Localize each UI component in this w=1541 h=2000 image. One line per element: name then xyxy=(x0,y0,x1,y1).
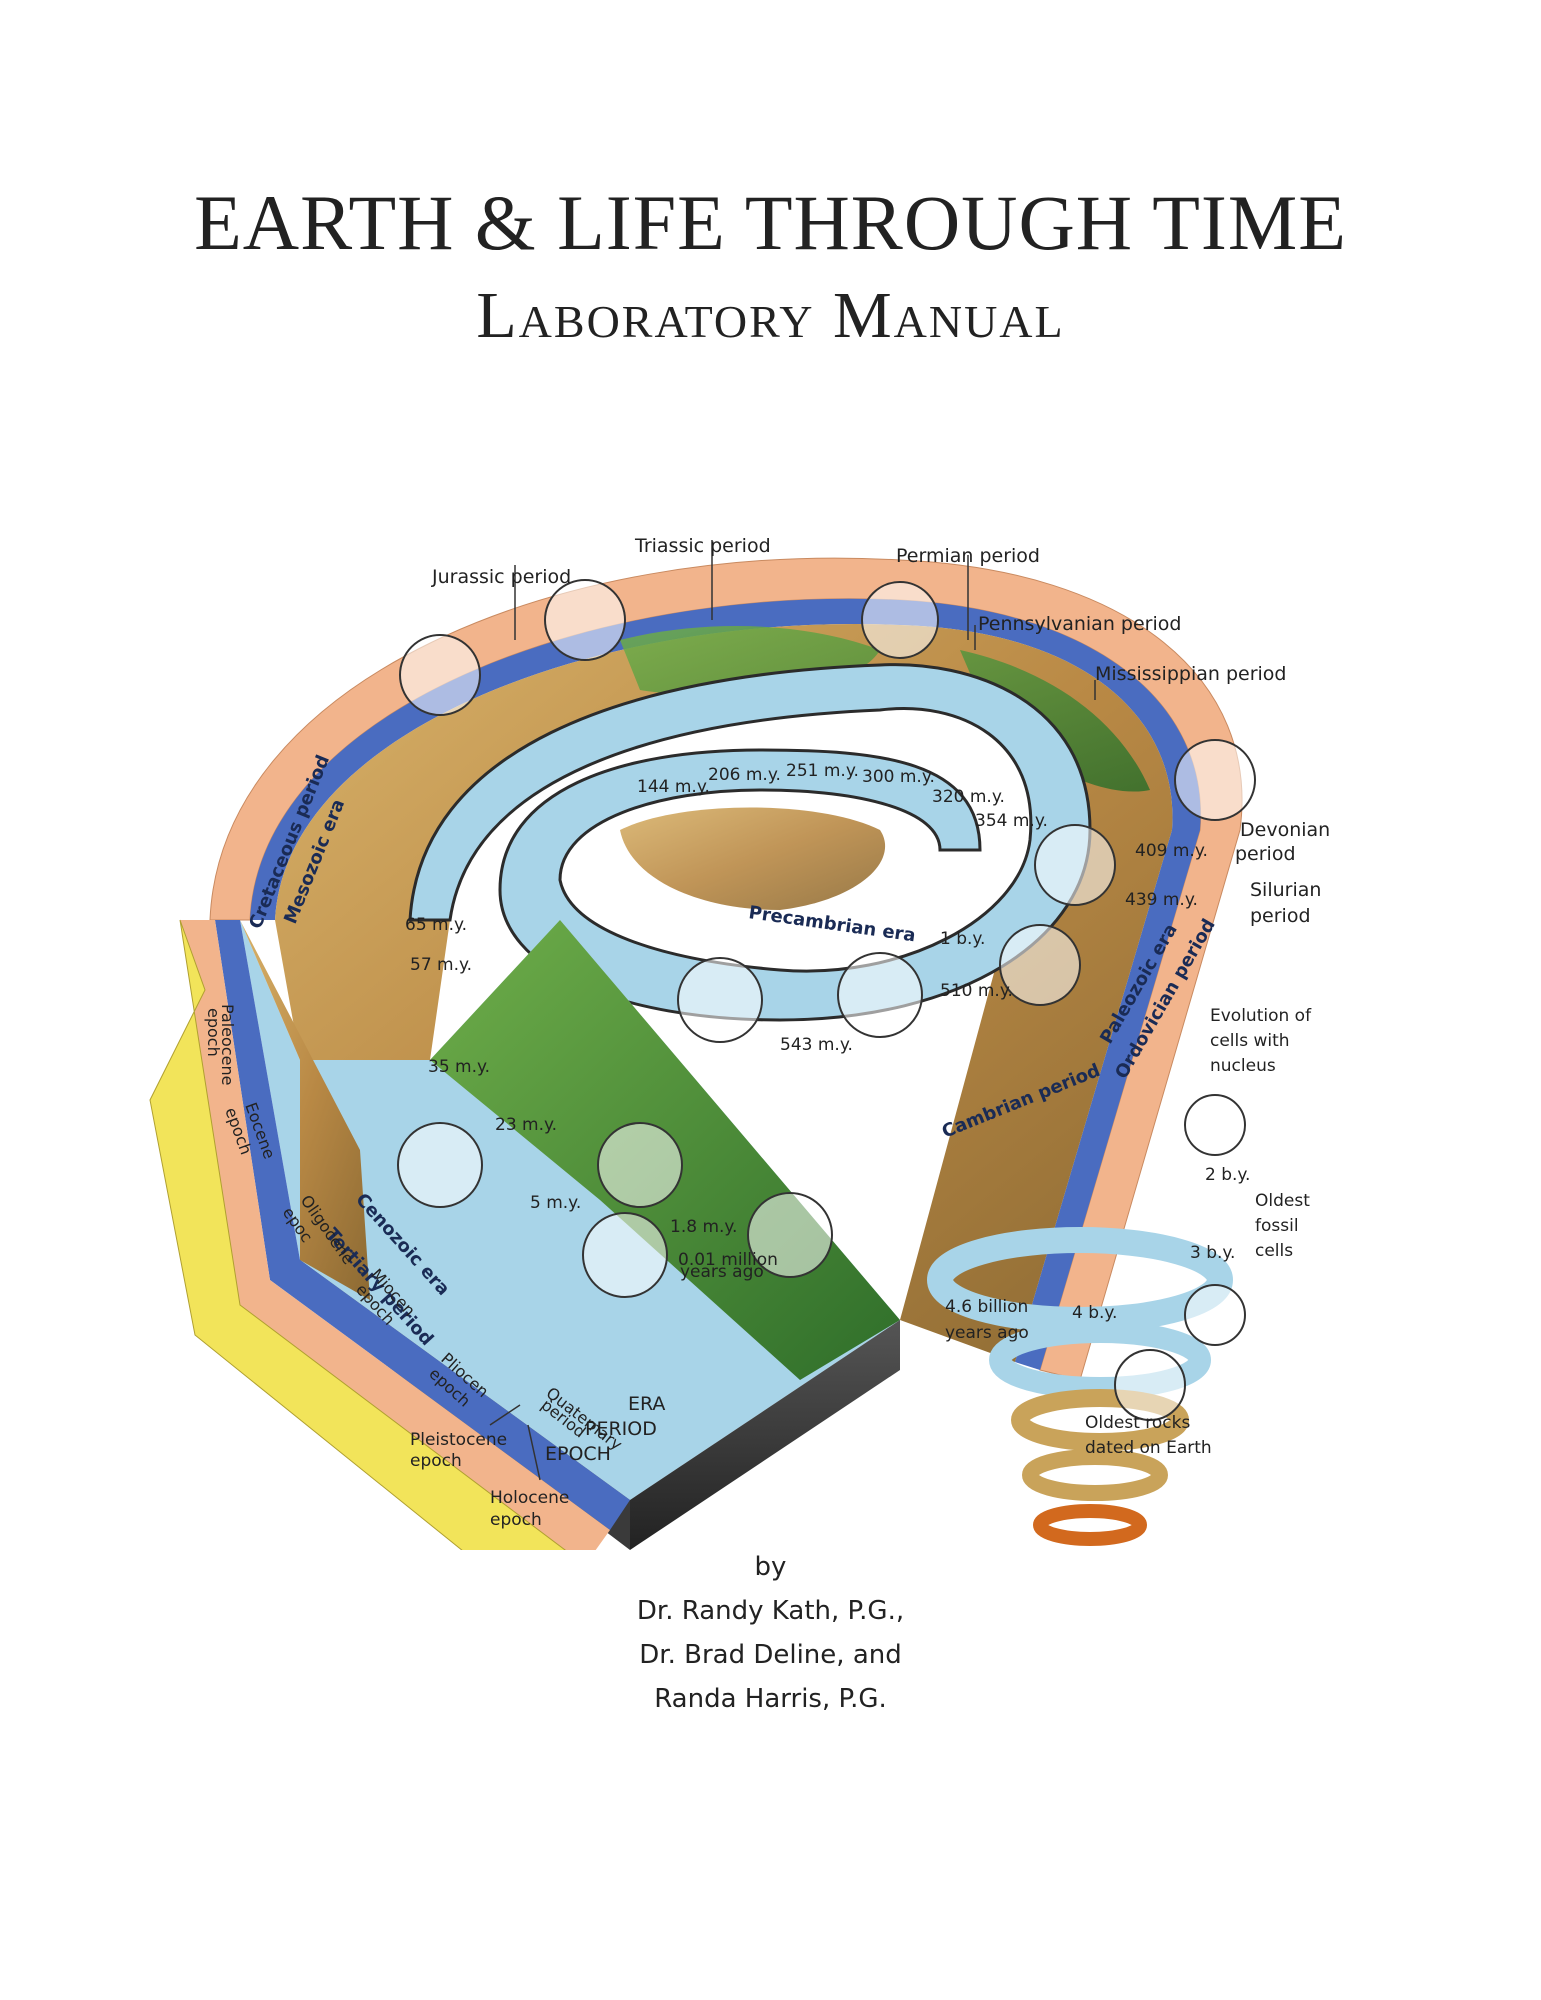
note-evolution-line3: nucleus xyxy=(1210,1056,1276,1076)
age-3by: 3 b.y. xyxy=(1190,1243,1235,1263)
note-oldest-fossil-line1: Oldest xyxy=(1255,1191,1310,1211)
note-oldest-fossil-line3: cells xyxy=(1255,1241,1293,1261)
leader-line xyxy=(489,1404,521,1426)
amphibian-icon xyxy=(1174,739,1256,821)
sea-ring xyxy=(408,663,1092,1022)
document-subtitle: Laboratory Manual xyxy=(476,279,1065,352)
precambrian-descending-spiral xyxy=(927,1227,1233,1546)
ammonite-icon xyxy=(999,924,1081,1006)
precambrian-island xyxy=(620,807,886,910)
document-title: EARTH & LIFE THROUGH TIME xyxy=(194,179,1347,266)
label-precambrian-era: Precambrian era xyxy=(747,902,917,946)
label-triassic-period: Triassic period xyxy=(634,535,771,557)
fish-fossil-icon xyxy=(1034,824,1116,906)
label-pennsylvanian-period: Pennsylvanian period xyxy=(978,613,1181,635)
age-2by: 2 b.y. xyxy=(1205,1165,1250,1185)
label-pleistocene-line1: Pleistocene xyxy=(410,1430,507,1450)
label-jurassic-period: Jurassic period xyxy=(431,566,571,588)
key-era: ERA xyxy=(628,1393,665,1415)
note-origin-line1: 4.6 billion xyxy=(945,1297,1028,1317)
age-409: 409 m.y. xyxy=(1135,841,1208,861)
age-543: 543 m.y. xyxy=(780,1035,853,1055)
author-3: Randa Harris, P.G. xyxy=(654,1684,887,1714)
age-001-line2: years ago xyxy=(680,1262,764,1282)
cenozoic-block-top xyxy=(240,920,900,1500)
age-300: 300 m.y. xyxy=(862,767,935,787)
fossil-cell-icon xyxy=(1184,1284,1246,1346)
age-251: 251 m.y. xyxy=(786,761,859,781)
trilobite-icon xyxy=(837,952,923,1038)
rock-icon xyxy=(1114,1349,1186,1421)
horse-icon xyxy=(597,1122,683,1208)
age-144: 144 m.y. xyxy=(637,777,710,797)
age-206: 206 m.y. xyxy=(708,765,781,785)
label-holocene-line1: Holocene xyxy=(490,1488,569,1508)
age-65: 65 m.y. xyxy=(405,915,467,935)
author-block: by Dr. Randy Kath, P.G., Dr. Brad Deline… xyxy=(0,1545,1541,1721)
age-4by: 4 b.y. xyxy=(1072,1303,1117,1323)
algae-icon xyxy=(1184,1094,1246,1156)
age-5: 5 m.y. xyxy=(530,1193,581,1213)
key-period: PERIOD xyxy=(585,1418,657,1440)
rhino-icon xyxy=(397,1122,483,1208)
cenozoic-west-coast xyxy=(240,920,370,1300)
label-mississippian-period: Mississippian period xyxy=(1095,663,1286,685)
age-35: 35 m.y. xyxy=(428,1057,490,1077)
label-pleistocene-line2: epoch xyxy=(410,1451,462,1471)
label-silurian-line2: period xyxy=(1250,905,1311,927)
human-icon xyxy=(747,1192,833,1278)
tertiary-period-band xyxy=(180,920,610,1550)
age-510: 510 m.y. xyxy=(940,981,1013,1001)
age-320: 320 m.y. xyxy=(932,787,1005,807)
era-band xyxy=(250,598,1201,1370)
label-silurian-line1: Silurian xyxy=(1250,879,1321,901)
epoch-band xyxy=(149,919,566,1550)
forest-patches xyxy=(620,626,1150,792)
label-paleocene-line2: epoch xyxy=(204,1008,223,1057)
block-front-face xyxy=(630,1320,900,1550)
author-2: Dr. Brad Deline, and xyxy=(639,1640,902,1670)
label-devonian-line1: Devonian xyxy=(1240,819,1330,841)
mammoth-icon xyxy=(582,1212,668,1298)
label-permian-period: Permian period xyxy=(896,545,1040,567)
label-holocene-line2: epoch xyxy=(490,1510,542,1530)
note-evolution-line1: Evolution of xyxy=(1210,1006,1312,1026)
age-1by: 1 b.y. xyxy=(940,929,985,949)
age-57: 57 m.y. xyxy=(410,955,472,975)
age-439: 439 m.y. xyxy=(1125,890,1198,910)
note-origin-line2: years ago xyxy=(945,1323,1029,1343)
age-001-line1: 0.01 million xyxy=(678,1250,778,1270)
age-1-8: 1.8 m.y. xyxy=(670,1217,737,1237)
age-23: 23 m.y. xyxy=(495,1115,557,1135)
note-oldest-rocks-line1: Oldest rocks xyxy=(1085,1413,1190,1433)
byline: by xyxy=(754,1552,787,1582)
key-epoch: EPOCH xyxy=(545,1443,611,1465)
note-oldest-fossil-line2: fossil xyxy=(1255,1216,1299,1236)
worm-fossil-icon xyxy=(677,957,763,1043)
author-1: Dr. Randy Kath, P.G., xyxy=(636,1596,905,1626)
jurassic-dinosaur-icon xyxy=(399,634,481,716)
note-evolution-line2: cells with xyxy=(1210,1031,1290,1051)
label-paleocene-line1: Paleocene xyxy=(218,1004,237,1085)
geologic-time-spiral-diagram: Jurassic period Triassic period Permian … xyxy=(149,535,1330,1550)
note-oldest-rocks-line2: dated on Earth xyxy=(1085,1438,1212,1458)
dimetrodon-icon xyxy=(861,581,939,659)
leader-line xyxy=(527,1424,541,1481)
age-354: 354 m.y. xyxy=(975,811,1048,831)
sauropod-icon xyxy=(544,579,626,661)
label-devonian-line2: period xyxy=(1235,843,1296,865)
